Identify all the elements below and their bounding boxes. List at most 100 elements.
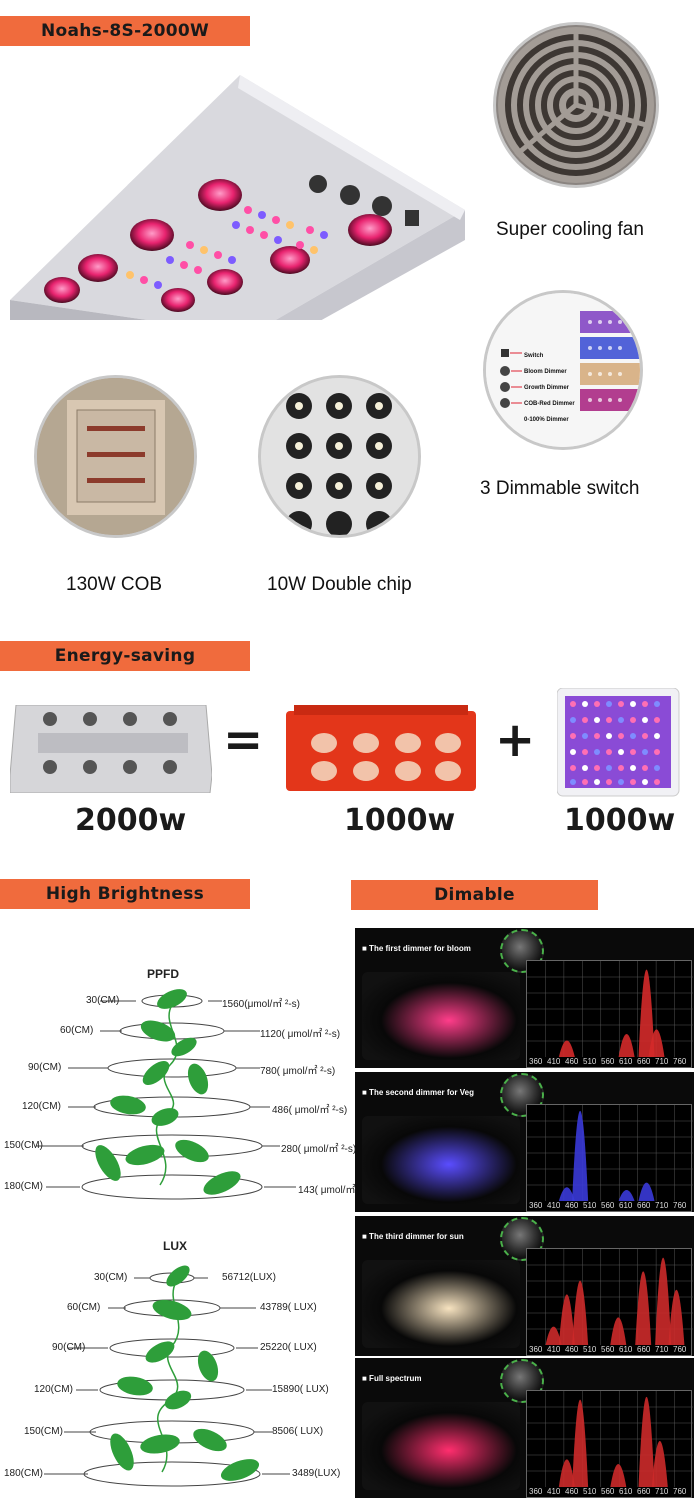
spectrum-tick-label: 360 (529, 1057, 543, 1066)
spectrum-tick-label: 510 (583, 1345, 597, 1354)
switch-label: Switch (524, 353, 544, 359)
lux-distance: 60(CM) (67, 1302, 101, 1313)
spectrum-tick-label: 760 (673, 1487, 687, 1496)
ppfd-distance: 90(CM) (28, 1062, 62, 1073)
spectrum-tick-label: 510 (583, 1057, 597, 1066)
dimmer-spectrum-chart: 360 410 460 510 560 610 660 710 760 (526, 1390, 693, 1498)
spectrum-tick-label: 710 (655, 1201, 669, 1210)
spectrum-tick-label: 660 (637, 1057, 651, 1066)
dimmer-spectrum-chart: 360 410 460 510 560 610 660 710 760 (526, 960, 693, 1068)
spectrum-tick-label: 410 (547, 1345, 561, 1354)
spectrum-tick-label: 360 (529, 1201, 543, 1210)
energy-label-1000w-cob: 1000w (344, 803, 456, 838)
spectrum-tick-label: 760 (673, 1201, 687, 1210)
spectrum-tick-label: 560 (601, 1201, 615, 1210)
spectrum-tick-label: 710 (655, 1057, 669, 1066)
cooling-fan-image (493, 22, 659, 188)
spectrum-tick-label: 760 (673, 1057, 687, 1066)
energy-banner: Energy-saving (0, 641, 250, 671)
led-panel-fixture-image (557, 688, 680, 797)
double-chip-image (258, 375, 421, 538)
spectrum-tick-label: 410 (547, 1201, 561, 1210)
spectrum-tick-label: 360 (529, 1487, 543, 1496)
spectrum-tick-label: 610 (619, 1345, 633, 1354)
dimmer-fixture-glow (362, 1402, 520, 1490)
lux-distance: 180(CM) (4, 1468, 43, 1479)
spectrum-tick-label: 510 (583, 1201, 597, 1210)
switch-caption: 3 Dimmable switch (480, 478, 640, 499)
cob-caption: 130W COB (66, 574, 163, 595)
ppfd-distance: 150(CM) (4, 1140, 43, 1151)
dimmable-switch-image: Switch Bloom Dimmer Growth Dimmer COB-Re… (483, 290, 643, 450)
lux-diagram (44, 1265, 290, 1487)
spectrum-tick-label: 510 (583, 1487, 597, 1496)
noahs-fixture-image (10, 705, 212, 793)
lux-value: 3489(LUX) (292, 1468, 341, 1479)
energy-equals-sign: = (223, 712, 264, 768)
ppfd-value: 780( μmol/㎡ ²-s) (260, 1066, 336, 1077)
lux-distance: 30(CM) (94, 1272, 128, 1283)
dimmer-title: ■ The third dimmer for sun (362, 1232, 464, 1241)
ppfd-value: 486( μmol/㎡ ²-s) (272, 1105, 348, 1116)
lux-value: 43789( LUX) (260, 1302, 317, 1313)
ppfd-distance: 180(CM) (4, 1181, 43, 1192)
spectrum-tick-label: 760 (673, 1345, 687, 1354)
spectrum-tick-label: 610 (619, 1201, 633, 1210)
dimmer-fixture-glow (362, 972, 520, 1060)
spectrum-tick-label: 710 (655, 1487, 669, 1496)
spectrum-tick-label: 610 (619, 1487, 633, 1496)
spectrum-tick-label: 560 (601, 1345, 615, 1354)
lux-distance: 90(CM) (52, 1342, 86, 1353)
lux-distance: 120(CM) (34, 1384, 73, 1395)
dimmer-fixture-glow (362, 1260, 520, 1348)
lux-distance: 150(CM) (24, 1426, 63, 1437)
spectrum-tick-label: 660 (637, 1201, 651, 1210)
cob-chip-image (34, 375, 197, 538)
ppfd-distance: 60(CM) (60, 1025, 94, 1036)
ppfd-value: 280( μmol/㎡ ²-s) (281, 1144, 357, 1155)
grow-light-fixture-image (10, 75, 465, 320)
switch-label: Growth Dimmer (524, 385, 570, 391)
ppfd-value: 1120( μmol/㎡ ²-s) (260, 1029, 341, 1040)
energy-plus-sign: + (495, 712, 536, 768)
energy-label-1000w-led: 1000w (564, 803, 676, 838)
spectrum-tick-label: 460 (565, 1345, 579, 1354)
lux-value: 15890( LUX) (272, 1384, 329, 1395)
lux-title: LUX (163, 1239, 187, 1253)
ppfd-distance: 120(CM) (22, 1101, 61, 1112)
lux-value: 25220( LUX) (260, 1342, 317, 1353)
switch-label: Bloom Dimmer (524, 369, 567, 375)
spectrum-tick-label: 560 (601, 1057, 615, 1066)
ppfd-title: PPFD (147, 967, 180, 981)
dimmer-fixture-glow (362, 1116, 520, 1204)
chip-caption: 10W Double chip (267, 574, 412, 595)
lux-value: 8506( LUX) (272, 1426, 324, 1437)
spectrum-tick-label: 460 (565, 1487, 579, 1496)
dimable-banner: Dimable (351, 880, 598, 910)
switch-label: 0-100% Dimmer (524, 417, 569, 423)
ppfd-value: 143( μmol/㎡ ²-s) (298, 1185, 374, 1196)
brightness-banner: High Brightness (0, 879, 250, 909)
energy-label-2000w: 2000w (75, 803, 187, 838)
dimmer-title: ■ The first dimmer for bloom (362, 944, 471, 953)
spectrum-tick-label: 360 (529, 1345, 543, 1354)
dimmer-spectrum-chart: 360 410 460 510 560 610 660 710 760 (526, 1248, 693, 1356)
spectrum-tick-label: 660 (637, 1487, 651, 1496)
ppfd-value: 1560(μmol/㎡ ²-s) (222, 999, 300, 1010)
switch-label: COB-Red Dimmer (524, 401, 575, 407)
fan-caption: Super cooling fan (496, 219, 644, 240)
ppfd-distance: 30(CM) (86, 995, 120, 1006)
spectrum-tick-label: 460 (565, 1057, 579, 1066)
dimmer-spectrum-chart: 360 410 460 510 560 610 660 710 760 (526, 1104, 693, 1212)
spectrum-tick-label: 410 (547, 1057, 561, 1066)
spectrum-tick-label: 460 (565, 1201, 579, 1210)
spectrum-tick-label: 610 (619, 1057, 633, 1066)
spectrum-tick-label: 560 (601, 1487, 615, 1496)
red-cob-fixture-image (286, 705, 476, 791)
model-banner: Noahs-8S-2000W (0, 16, 250, 46)
spectrum-tick-label: 410 (547, 1487, 561, 1496)
spectrum-tick-label: 660 (637, 1345, 651, 1354)
dimmer-title: ■ The second dimmer for Veg (362, 1088, 474, 1097)
spectrum-tick-label: 710 (655, 1345, 669, 1354)
lux-value: 56712(LUX) (222, 1272, 276, 1283)
